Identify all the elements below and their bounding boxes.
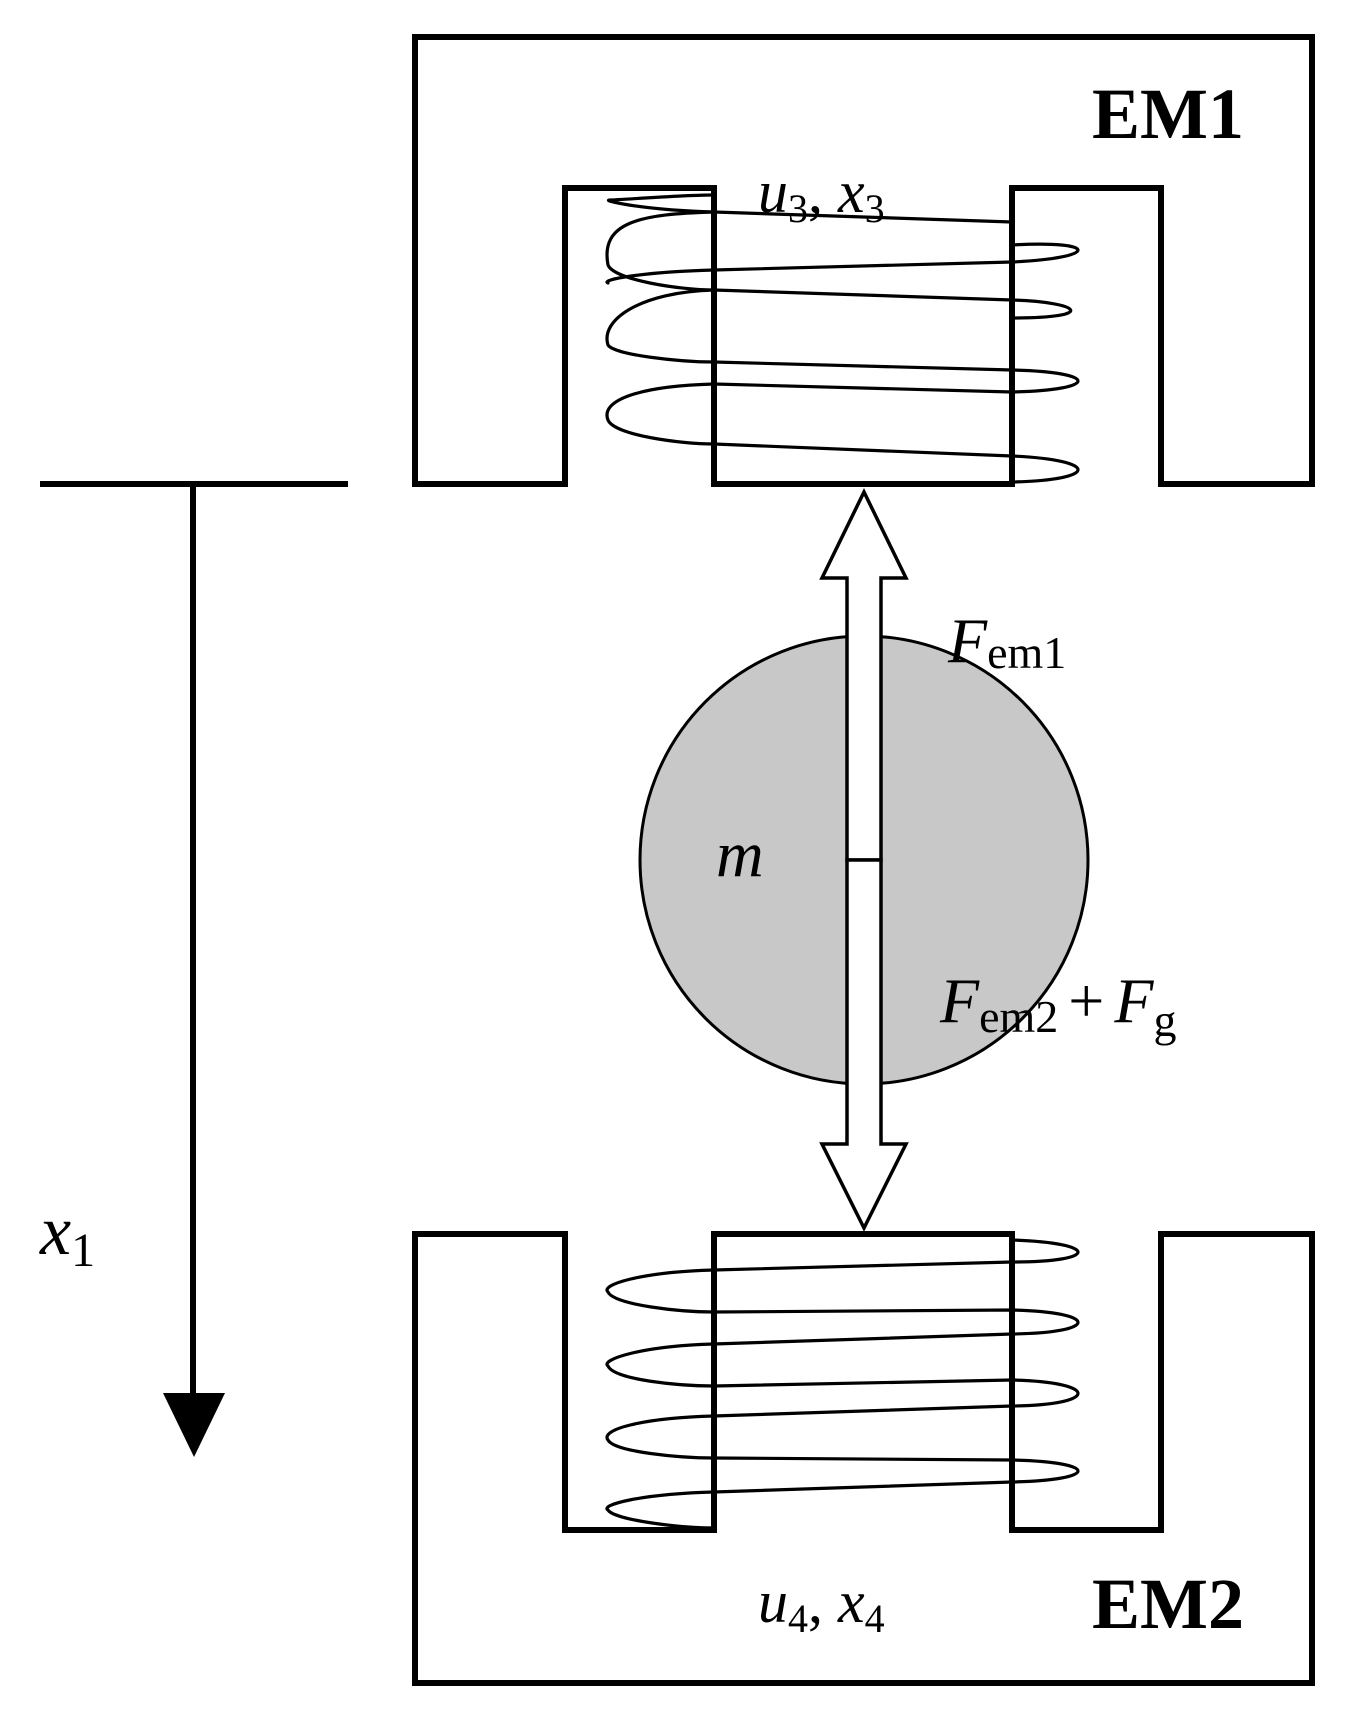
- em1-core: [412, 34, 1315, 487]
- position-x1-subscript: 1: [71, 1224, 95, 1277]
- force-em1-subscript: em1: [987, 627, 1066, 678]
- em2-core: [412, 1231, 1315, 1686]
- em1-x-subscript: 3: [865, 186, 885, 231]
- force-em2-subscript: em2: [979, 991, 1058, 1042]
- position-x1-label: x1: [39, 1193, 95, 1277]
- force-em2-g-label: Fem2+Fg: [939, 965, 1176, 1046]
- em1-coil-label: u3, x3: [758, 159, 885, 231]
- force-em1-label: Fem1: [947, 605, 1066, 678]
- force-g-subscript: g: [1153, 995, 1176, 1046]
- em2-u-subscript: 4: [788, 1596, 808, 1641]
- em1-label: EM1: [1092, 74, 1244, 154]
- em2-coil: [605, 1238, 1080, 1530]
- axis-arrowhead: [163, 1393, 225, 1457]
- em2-label: EM2: [1092, 1564, 1244, 1644]
- force-arrow: [819, 488, 909, 1232]
- position-axis: [40, 481, 348, 1457]
- em2-coil-label: u4, x4: [758, 1569, 885, 1641]
- em1-coil: [605, 193, 1080, 484]
- em2-x-subscript: 4: [865, 1596, 885, 1641]
- electromagnet-em2: EM2 u4, x4: [412, 1231, 1315, 1686]
- em1-u-subscript: 3: [788, 186, 808, 231]
- electromagnet-em1: EM1 u3, x3: [412, 34, 1315, 487]
- mass-label: m: [716, 818, 764, 891]
